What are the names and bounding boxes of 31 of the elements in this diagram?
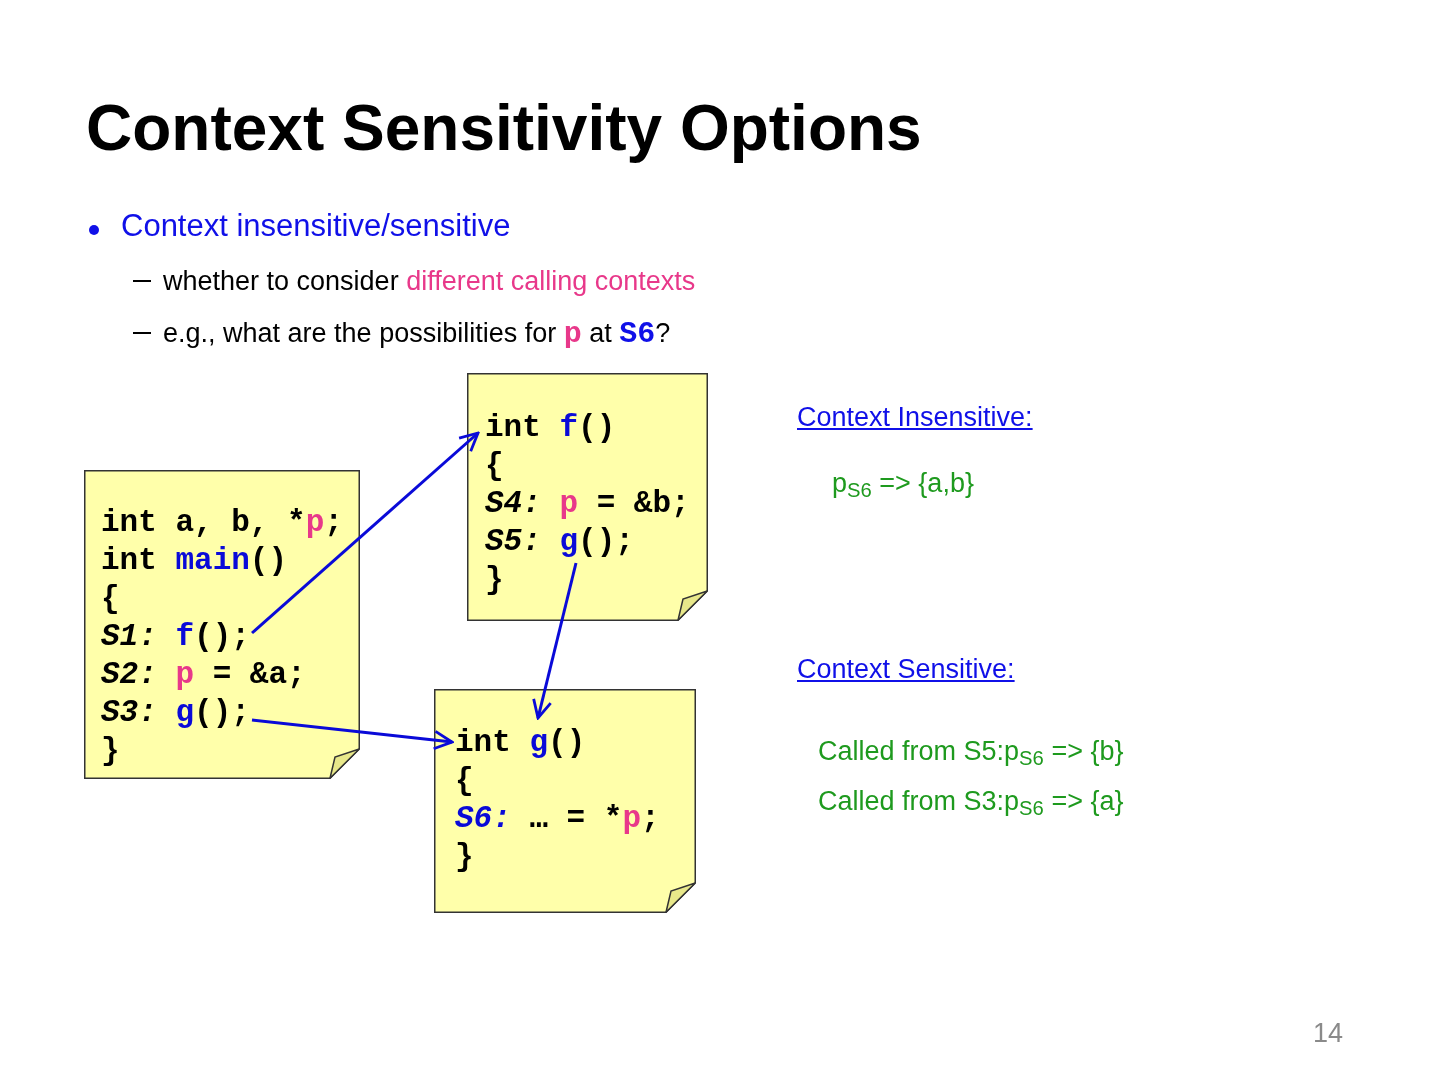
code-line: {: [101, 580, 120, 618]
code-line: S4: p = &b;: [485, 485, 690, 523]
sticky-note: [434, 689, 696, 913]
code-line: S1: f();: [101, 618, 250, 656]
code-line: S5: g();: [485, 523, 634, 561]
code-line: int g(): [455, 724, 586, 762]
code-line: {: [455, 762, 474, 800]
sub-bullet-text: whether to consider different calling contexts: [163, 265, 696, 298]
code-line: }: [455, 838, 474, 876]
code-line: int f(): [485, 409, 616, 447]
result-text: p$_{S6}$ => {a,b}: [832, 467, 974, 501]
sub-bullet-text: e.g., what are the possibilities for p at S6?: [163, 316, 671, 352]
section-heading: Context Sensitive:: [797, 653, 1015, 686]
arrow: [251, 718, 454, 751]
sticky-note: [84, 470, 360, 779]
section-heading: Context Insensitive:: [797, 401, 1033, 434]
code-line: int main(): [101, 542, 288, 580]
code-line: }: [101, 732, 120, 770]
code-line: S6: … = *p;: [455, 800, 660, 838]
code-line: S2: p = &a;: [101, 656, 306, 694]
result-text: Called from S5:p$_{S6}$ => {b}: [818, 735, 1124, 769]
page-number: 14: [1313, 1017, 1344, 1050]
result-text: Called from S3:p$_{S6}$ => {a}: [818, 785, 1124, 819]
bullet-text: Context insensitive/sensitive: [121, 208, 511, 244]
arrow: [532, 562, 578, 720]
code-line: int a, b, *p;: [101, 504, 343, 542]
code-line: }: [485, 561, 504, 599]
sticky-note: [467, 373, 708, 621]
code-line: {: [485, 447, 504, 485]
code-line: S3: g();: [101, 694, 250, 732]
arrow: [251, 431, 480, 635]
